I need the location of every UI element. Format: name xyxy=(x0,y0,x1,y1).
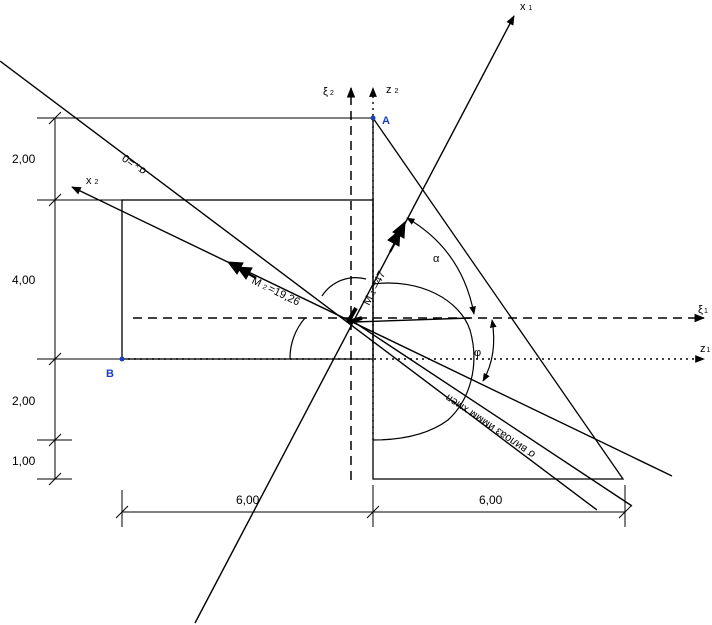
max-stress-label: σ вилоаз иммм хмеп xyxy=(443,391,537,460)
point-a-label: A xyxy=(382,115,390,127)
m1-vector-head-2 xyxy=(387,228,401,247)
rectangle-part xyxy=(121,199,374,360)
dim-h-1: 6,00 xyxy=(236,493,260,507)
angle-alpha-label: α xyxy=(433,253,440,265)
connector-line xyxy=(353,317,471,323)
centroid-arcs xyxy=(289,217,497,441)
top-arc xyxy=(321,277,367,297)
m2-label: M2=19,26 xyxy=(250,275,302,309)
reference-axes xyxy=(122,87,705,440)
alpha-arc xyxy=(406,217,476,315)
angle-phi-label: φ xyxy=(474,347,481,359)
dim-v-4: 1,00 xyxy=(12,454,36,468)
point-b-marker xyxy=(119,356,125,362)
dim-h-2: 6,00 xyxy=(479,493,503,507)
dim-v-2: 4,00 xyxy=(12,273,36,287)
right-arc xyxy=(372,282,475,441)
m2-vector-head-2 xyxy=(235,266,253,280)
dim-v-3: 2,00 xyxy=(12,394,36,408)
left-arc xyxy=(289,317,306,360)
triangle-part xyxy=(372,115,625,480)
centroid-marker xyxy=(346,307,363,324)
horizontal-dimension-chain xyxy=(115,485,632,527)
x2-principal-axis xyxy=(71,186,673,477)
principal-lines xyxy=(0,15,673,624)
axis-label-z1: z1 xyxy=(700,343,711,355)
axis-label-xi1: ξ1 xyxy=(698,304,708,316)
m1-label: M1=47 xyxy=(361,269,388,307)
vertical-dimension-chain xyxy=(37,111,373,486)
phi-arc xyxy=(482,319,497,382)
max-stress-line xyxy=(353,321,633,507)
section-outline xyxy=(121,115,625,480)
point-b-label: B xyxy=(106,368,114,380)
point-a-marker xyxy=(370,115,376,121)
centroid-axes xyxy=(133,86,706,480)
dim-v-1: 2,00 xyxy=(12,152,36,166)
moment-vectors xyxy=(226,220,406,280)
zero-stress-line xyxy=(0,60,598,511)
